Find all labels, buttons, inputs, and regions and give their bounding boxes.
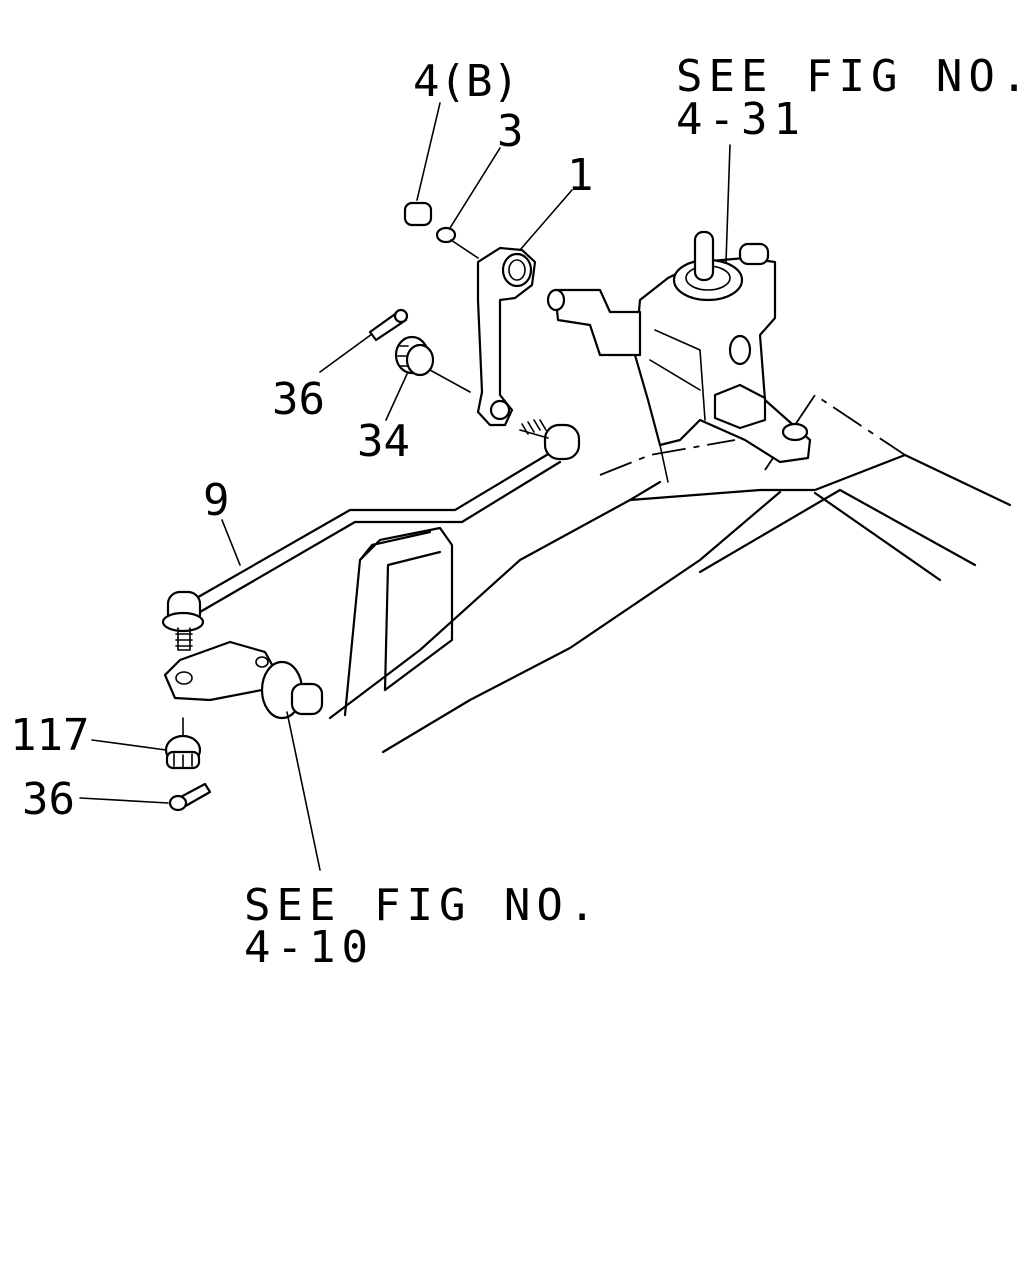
drag-link	[161, 419, 581, 651]
gearbox-reference-line2: 4-31	[676, 94, 806, 145]
steering-gear-box	[546, 230, 812, 483]
knuckle-reference-line1: SEE FIG NO.	[244, 880, 601, 931]
knuckle-arm	[163, 640, 324, 720]
callout-36-top: 36	[272, 374, 325, 425]
leader-lines	[79, 102, 731, 871]
callout-34: 34	[357, 416, 410, 467]
callout-9: 9	[203, 475, 230, 526]
chassis-frame	[328, 393, 1012, 754]
gearbox-reference-line1: SEE FIG NO.	[676, 51, 1024, 102]
figure-references: SEE FIG NO. 4-31 SEE FIG NO. 4-10	[244, 51, 1024, 973]
pitman-arm	[476, 246, 537, 427]
callout-36-bottom: 36	[22, 774, 75, 825]
callout-4b: 4(B)	[413, 56, 519, 107]
nut-4b	[403, 201, 433, 227]
callout-117: 117	[10, 710, 89, 761]
knuckle-reference-line2: 4-10	[244, 922, 374, 973]
callout-1: 1	[567, 150, 594, 201]
callout-3: 3	[497, 106, 524, 157]
callout-labels: 4(B) 3 1 36 34 9 117 36	[10, 56, 594, 825]
washer-3	[435, 226, 457, 244]
